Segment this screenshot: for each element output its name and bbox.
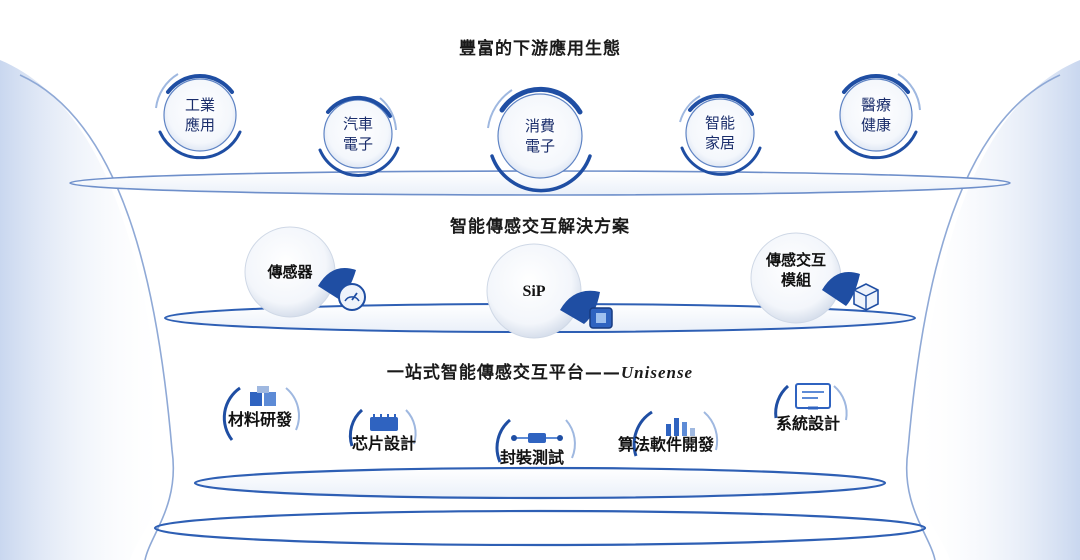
app-industrial-line1: 工業	[184, 96, 215, 114]
funnel-right-edge	[905, 74, 1061, 560]
solution-sensor-line1: 傳感器	[267, 263, 313, 281]
capability-system	[774, 383, 848, 421]
top-circle-automotive	[318, 95, 400, 177]
capability-chip	[348, 408, 417, 447]
app-healthcare-label: 醫療 健康	[846, 95, 906, 135]
app-smart-home-line2: 家居	[704, 134, 735, 152]
solution-disc-module	[750, 232, 879, 324]
app-smart-home-label: 智能 家居	[690, 113, 750, 153]
material-blocks-icon	[250, 386, 276, 406]
solution-disc-sip	[486, 243, 613, 339]
solution-disc-sensor	[244, 226, 366, 318]
app-industrial-label: 工業 應用	[170, 95, 230, 135]
bottom-tier-ring-inner	[193, 466, 887, 500]
capability-chip-label: 芯片設計	[352, 434, 417, 453]
capability-algorithm	[632, 410, 719, 457]
chip-package-icon	[589, 307, 613, 329]
monitor-system-icon	[795, 383, 831, 410]
app-automotive-line2: 電子	[342, 135, 373, 153]
capability-packaging-label: 封裝測試	[500, 448, 565, 467]
bottom-tier-title: 一站式智能傳感交互平台——Unisense	[330, 358, 750, 383]
app-industrial-line2: 應用	[184, 116, 215, 134]
app-consumer-line1: 消費	[524, 117, 555, 135]
middle-tier-title: 智能傳感交互解決方案	[450, 217, 630, 237]
probe-test-icon	[511, 433, 563, 443]
app-healthcare-line2: 健康	[860, 116, 891, 134]
chip-icon	[370, 414, 398, 431]
funnel-left-edge	[19, 74, 175, 560]
app-healthcare-line1: 醫療	[860, 96, 891, 114]
solution-sensor-label: 傳感器	[250, 262, 330, 282]
solution-module-line1: 傳感交互	[765, 251, 826, 269]
solution-module-label: 傳感交互 模組	[746, 250, 846, 290]
algorithm-chart-icon	[666, 418, 695, 436]
capability-algorithm-label: 算法軟件開發	[618, 435, 715, 454]
top-tier-title: 豐富的下游應用生態	[459, 39, 621, 59]
brand-name: Unisense	[620, 363, 694, 382]
app-smart-home-line1: 智能	[704, 114, 735, 132]
capability-packaging	[495, 418, 576, 463]
capability-system-label: 系統設計	[776, 414, 841, 433]
capability-material-label: 材料研發	[228, 410, 293, 429]
bottom-tier-ring-outer	[153, 509, 927, 547]
solution-sip-label: SiP	[494, 282, 574, 302]
gauge-icon	[338, 283, 366, 311]
top-circle-industrial	[155, 73, 242, 160]
app-consumer-line2: 電子	[524, 137, 555, 155]
bottom-tier-title-prefix: 一站式智能傳感交互平台——	[386, 363, 621, 383]
app-consumer-label: 消費 電子	[510, 116, 570, 156]
top-circle-consumer	[487, 86, 592, 193]
top-circle-smart-home	[679, 93, 762, 176]
app-automotive-label: 汽車 電子	[328, 114, 388, 154]
app-automotive-line1: 汽車	[342, 115, 373, 133]
capability-material	[222, 386, 300, 441]
cube-module-icon	[853, 283, 879, 311]
funnel-right-wall	[913, 60, 1080, 560]
top-circle-healthcare	[834, 73, 921, 160]
funnel-left-wall	[0, 60, 167, 560]
solution-sip-line1: SiP	[522, 283, 546, 300]
solution-module-line2: 模組	[780, 271, 811, 289]
